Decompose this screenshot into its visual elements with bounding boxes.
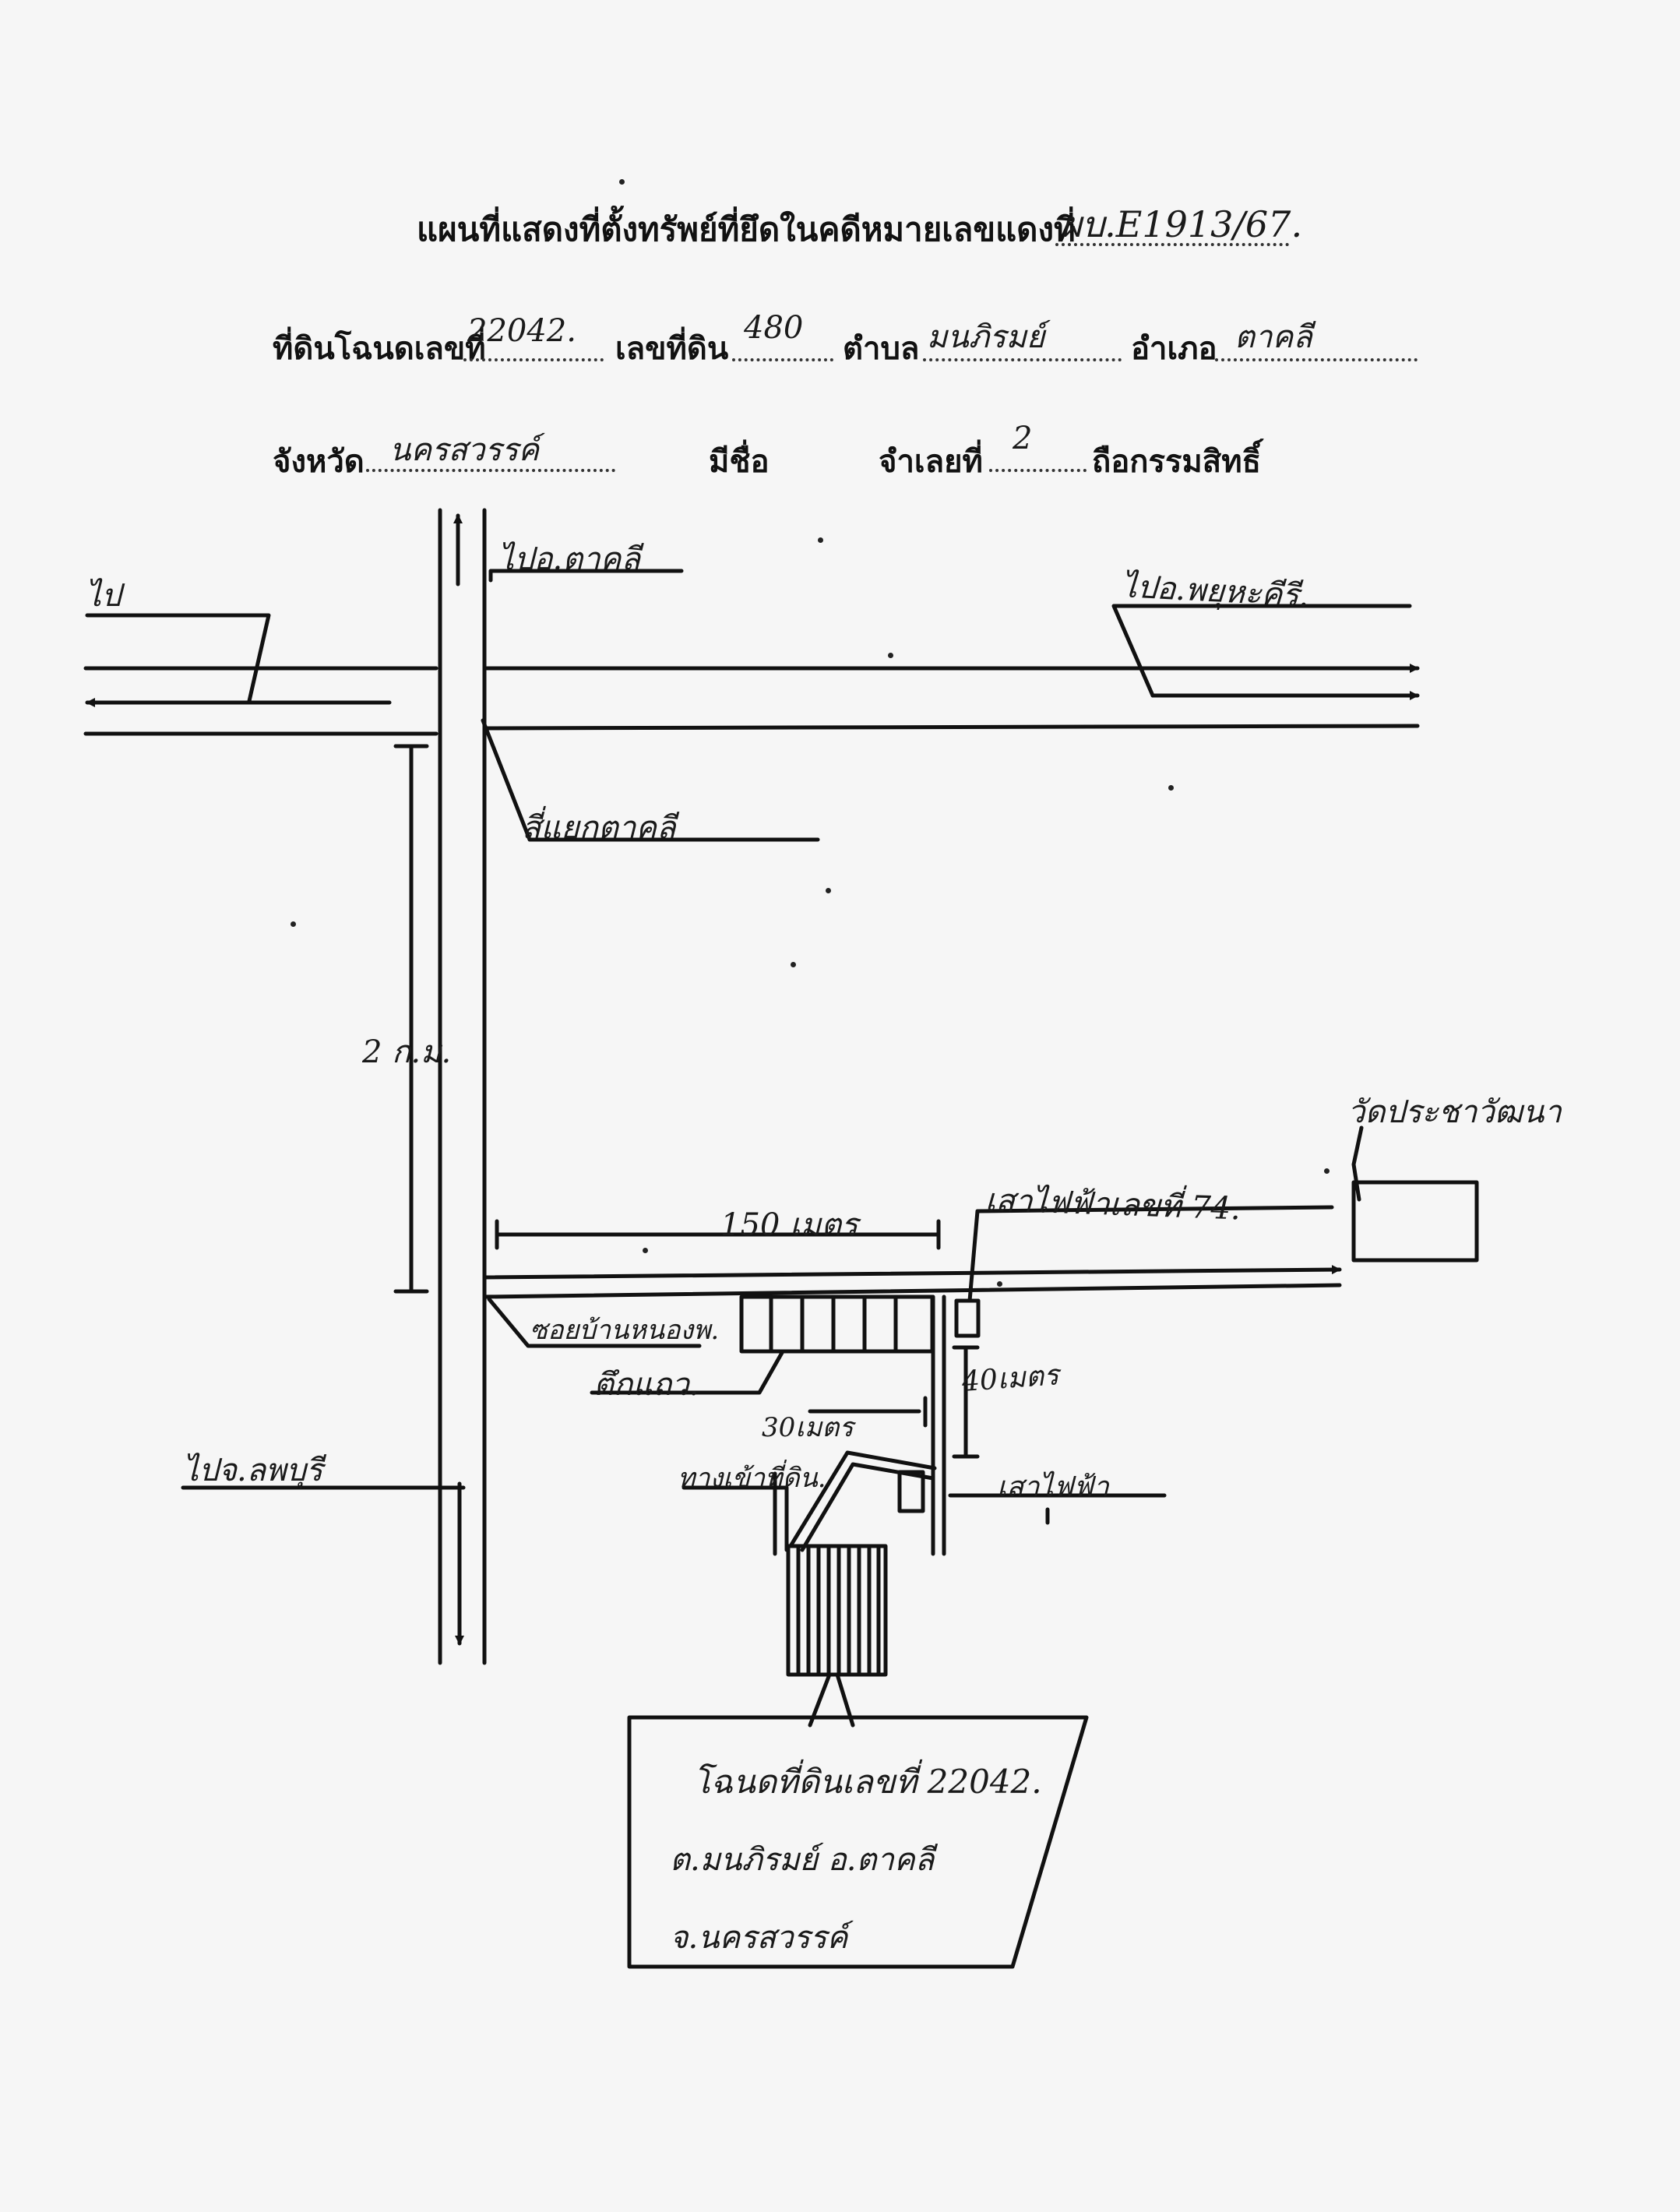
- subdistrict: มนภิรมย์: [927, 319, 1045, 355]
- scan-speck: [818, 537, 823, 543]
- soi-leader: [487, 1297, 702, 1348]
- label-road-2km: 2 ก.ม.: [362, 1034, 452, 1070]
- power-pole-74-leader: [967, 1205, 1334, 1303]
- power-pole-74: [954, 1298, 981, 1338]
- deed-label: ที่ดินโฉนดเลขที่: [273, 331, 486, 367]
- label-distance-40: 40เมตร: [960, 1359, 1060, 1398]
- label-distance-30: 30เมตร: [762, 1412, 854, 1443]
- phayuha-leader: [1111, 604, 1412, 698]
- district: ตาคลี: [1234, 319, 1312, 355]
- scan-speck: [643, 1248, 648, 1253]
- scan-speck: [826, 888, 831, 893]
- label-distance-150: 150 เมตร: [720, 1207, 858, 1243]
- province-label: จังหวัด: [273, 444, 365, 480]
- land-no: 480: [744, 310, 804, 346]
- temple-building: [1351, 1180, 1479, 1263]
- land-no-underline: [732, 358, 833, 361]
- label-entrance: ทางเข้าที่ดิน.: [678, 1463, 826, 1494]
- label-pole-74: เสาไฟฟ้าเลขที่ 74.: [984, 1182, 1242, 1228]
- case-number-underline: [1055, 243, 1289, 246]
- deed-number-underline: [463, 358, 604, 361]
- label-intersection: สี่แยกตาคลี: [522, 810, 676, 846]
- label-to-lopburi: ไปจ.ลพบุรี: [183, 1453, 323, 1488]
- case-number: ผบ.E1913/67.: [1061, 203, 1303, 245]
- scan-speck: [791, 962, 796, 967]
- label-soi: ซอยบ้านหนองพ.: [530, 1315, 720, 1346]
- defendant-number: 2: [1013, 421, 1033, 456]
- defendant-label: จำเลยที่: [879, 444, 983, 480]
- district-underline: [1215, 358, 1418, 361]
- scan-speck: [1324, 1168, 1330, 1174]
- ownership-label: ถือกรรมสิทธิ์: [1092, 444, 1261, 480]
- scan-speck: [619, 179, 625, 185]
- deed-number: 22042.: [467, 313, 576, 349]
- side-road-top-edge: [482, 1265, 1342, 1280]
- subdistrict-label: ตำบล: [843, 331, 920, 367]
- label-to-takhli: ไปอ.ตาคลี: [498, 541, 640, 577]
- scan-speck: [997, 1281, 1002, 1287]
- property-box-deed: โฉนดที่ดินเลขที่ 22042.: [693, 1763, 1042, 1801]
- main-road-bottom-edge-right: [484, 724, 1420, 731]
- temple-leader: [1351, 1125, 1364, 1202]
- label-to-phayuha: ไปอ.พยุหะคีรี.: [1120, 569, 1310, 615]
- row-houses-leader: [590, 1349, 785, 1395]
- subdistrict-underline: [923, 358, 1122, 361]
- side-road-bottom-edge: [482, 1283, 1342, 1299]
- property-box-outline: [627, 1715, 1089, 1969]
- property-box-location: ต.มนภิรมย์ อ.ตาคลี: [670, 1842, 935, 1878]
- intersection-leader: [481, 718, 820, 842]
- province-underline: [366, 469, 615, 472]
- entrance-leader: [682, 1485, 789, 1552]
- scan-speck: [1168, 785, 1174, 791]
- parcel-hatching: [796, 1546, 881, 1675]
- name-label: มีชื่อ: [709, 444, 770, 480]
- entrance-path: [788, 1450, 937, 1548]
- land-no-label: เลขที่ดิน: [615, 331, 729, 367]
- scan-speck: [888, 653, 893, 658]
- label-pole-small: เสาไฟฟ้า: [997, 1471, 1109, 1503]
- district-label: อำเภอ: [1131, 331, 1217, 367]
- province: นครสวรรค์: [389, 432, 540, 468]
- power-pole-small: [897, 1470, 925, 1513]
- page-title: แผนที่แสดงที่ตั้งทรัพย์ที่ยึดในคดีหมายเล…: [417, 210, 1076, 248]
- left-leader: [85, 613, 271, 703]
- property-box-province: จ.นครสวรรค์: [670, 1920, 848, 1956]
- defendant-underline: [989, 469, 1087, 472]
- takhli-leader: [488, 569, 684, 583]
- label-row-houses: ตึกแถว.: [593, 1367, 699, 1403]
- entrance-path-outer: [800, 1462, 935, 1552]
- label-to-left: ไป: [86, 578, 122, 614]
- scan-speck: [291, 921, 296, 927]
- label-temple: วัดประชาวัฒนา: [1347, 1094, 1562, 1130]
